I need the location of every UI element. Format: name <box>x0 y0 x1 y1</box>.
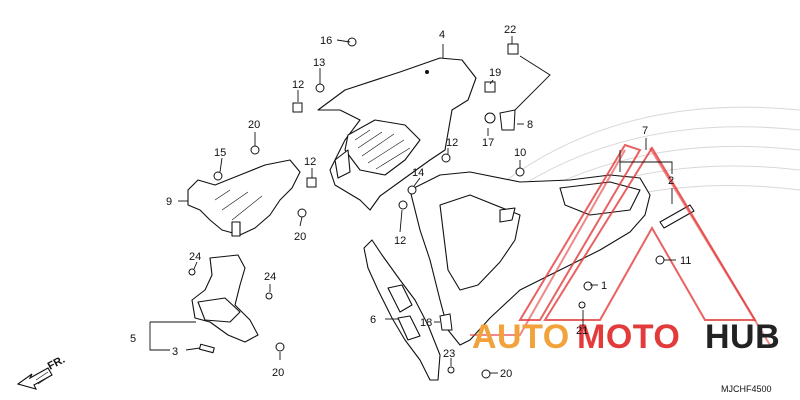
callout-20-d: 20 <box>500 368 512 380</box>
direction-label: FR. <box>46 354 67 373</box>
diagram-code: MJCHF4500 <box>721 384 772 394</box>
watermark-auto: AUTO <box>472 318 570 356</box>
callout-16: 16 <box>320 35 332 47</box>
part-6-long-bracket <box>363 239 441 381</box>
callout-6: 6 <box>370 314 376 326</box>
watermark-hub: HUB <box>705 318 780 356</box>
callout-14: 14 <box>412 167 424 179</box>
callout-20-b: 20 <box>294 231 306 243</box>
callout-9: 9 <box>166 196 172 208</box>
callout-13: 13 <box>313 57 325 69</box>
callout-15: 15 <box>214 147 226 159</box>
watermark-moto: MOTO <box>577 318 680 356</box>
callout-19: 19 <box>489 67 501 79</box>
callout-2: 2 <box>668 175 674 187</box>
callout-12-a: 12 <box>292 79 304 91</box>
autmotohub-watermark: AUTO MOTO HUB <box>470 143 780 356</box>
callout-5: 5 <box>130 333 136 345</box>
fasteners <box>188 37 665 379</box>
callout-3: 3 <box>172 346 178 358</box>
front-direction-indicator: FR. <box>16 354 67 390</box>
callout-12-c: 12 <box>304 156 316 168</box>
part-5-lower-bracket <box>191 254 259 354</box>
callout-24-a: 24 <box>189 251 201 263</box>
leader-lines <box>149 36 676 374</box>
part-4-upper-panel <box>317 57 477 211</box>
callout-12-b: 12 <box>446 137 458 149</box>
callout-4: 4 <box>439 29 445 41</box>
part-9-bracket <box>187 159 301 237</box>
callout-8: 8 <box>527 119 533 131</box>
callout-21: 21 <box>576 325 588 337</box>
callout-12-d: 12 <box>394 235 406 247</box>
callout-23: 23 <box>443 348 455 360</box>
callout-20-c: 20 <box>272 367 284 379</box>
callout-1: 1 <box>601 280 607 292</box>
callout-24-b: 24 <box>264 271 276 283</box>
callout-20-a: 20 <box>248 119 260 131</box>
part-2-rod <box>659 204 695 229</box>
callout-22: 22 <box>504 24 516 36</box>
callout-11: 11 <box>680 255 691 267</box>
main-side-cover <box>409 171 651 346</box>
callout-labels: 16 4 22 13 19 12 8 17 20 12 15 12 10 14 … <box>130 24 691 380</box>
callout-17: 17 <box>482 137 494 149</box>
callout-10: 10 <box>514 147 526 159</box>
callout-18: 18 <box>420 317 432 329</box>
callout-7: 7 <box>642 125 648 137</box>
